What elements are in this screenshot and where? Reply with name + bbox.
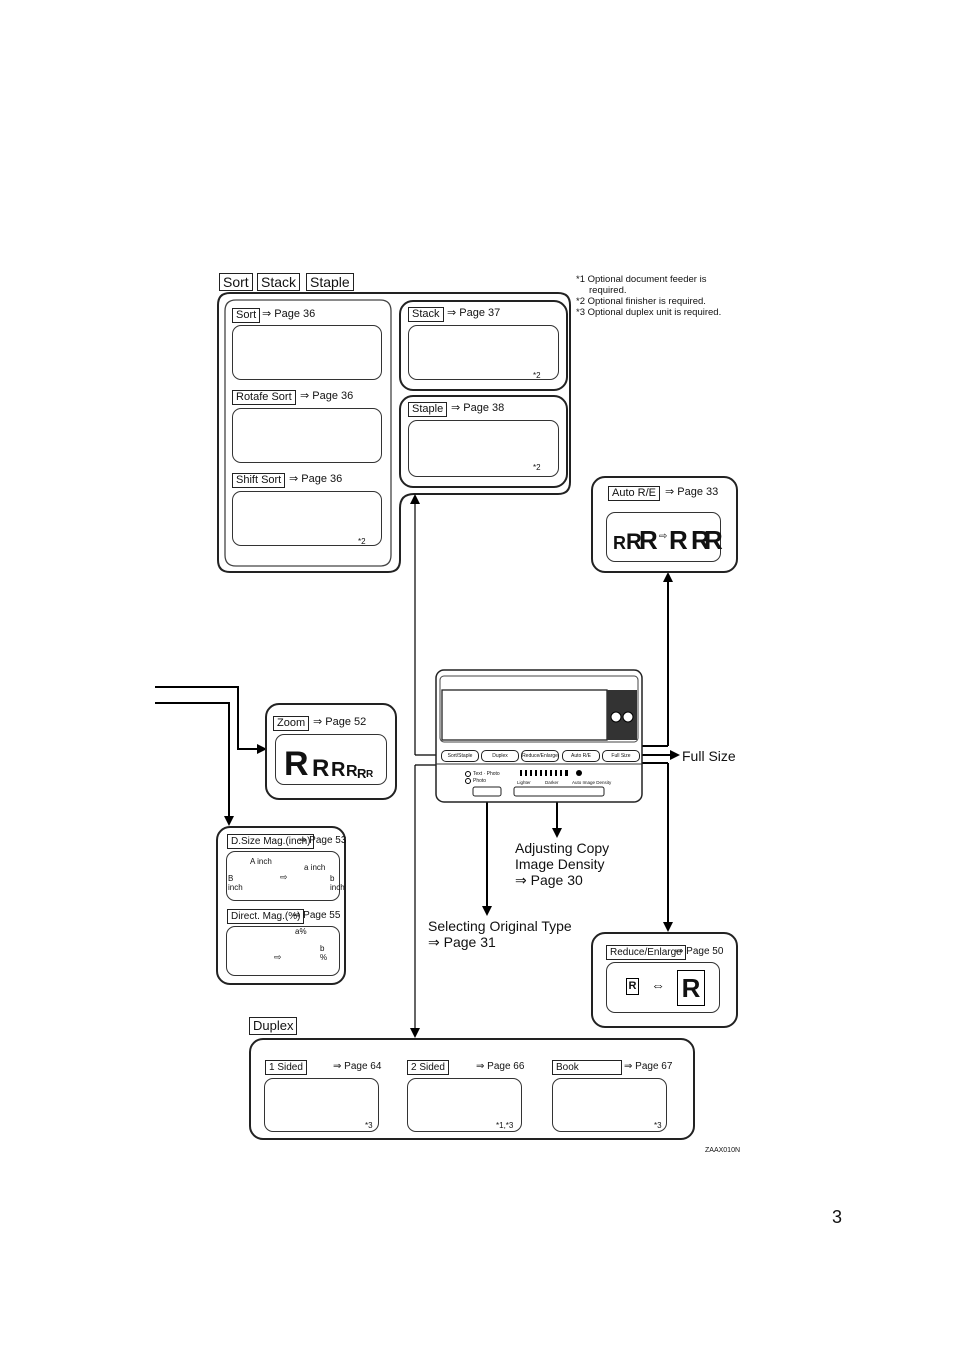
dsize-direct-panel	[216, 826, 346, 985]
direct-illustration	[226, 926, 340, 976]
duplex-1sided-note: *3	[365, 1121, 373, 1130]
duplex-2sided-illustration	[407, 1078, 522, 1132]
rotate-sort-illustration	[232, 408, 382, 463]
stack-ref: ⇒ Page 37	[447, 307, 501, 319]
duplex-2sided-label: 2 Sided	[407, 1060, 449, 1075]
type-opt-photo[interactable]: Photo	[473, 778, 487, 784]
staple-note: *2	[533, 463, 541, 472]
density-lighter: Lighter	[517, 780, 531, 785]
tab-staple[interactable]: Staple	[306, 273, 354, 291]
density-line2: Image Density	[515, 856, 605, 872]
duplex-book-ref: ⇒ Page 67	[624, 1061, 673, 1072]
staple-illustration	[408, 420, 559, 477]
duplex-book-note: *3	[654, 1121, 662, 1130]
figure-code: ZAAX010N	[705, 1147, 741, 1154]
original-type-line2: ⇒ Page 31	[428, 934, 496, 950]
dsize-arrow-icon: ⇨	[280, 872, 288, 882]
rotate-sort-ref: ⇒ Page 36	[300, 390, 354, 402]
page-number: 3	[832, 1207, 843, 1227]
duplex-2sided-ref: ⇒ Page 66	[476, 1061, 525, 1072]
direct-b: b %	[320, 944, 328, 962]
rotate-sort-label: Rotafe Sort	[232, 390, 296, 405]
auto-re-button[interactable]: Auto R/E	[562, 750, 600, 762]
direct-arrow-icon: ⇨	[274, 952, 282, 962]
reduce-enlarge-button[interactable]: Reduce/Enlarge	[521, 750, 559, 762]
shift-sort-illustration	[232, 491, 382, 546]
footnote-3: *3 Optional duplex unit is required.	[576, 307, 722, 318]
tab-stack[interactable]: Stack	[257, 273, 301, 291]
direct-a: a%	[295, 927, 307, 936]
full-size-button[interactable]: Full Size	[602, 750, 640, 762]
dsize-label: D.Size Mag.(inch)	[227, 834, 315, 849]
shift-sort-ref: ⇒ Page 36	[289, 473, 343, 485]
staple-ref: ⇒ Page 38	[451, 402, 505, 414]
direct-ref: ⇒ Page 55	[292, 910, 341, 921]
zoom-label: Zoom	[273, 716, 310, 731]
duplex-1sided-ref: ⇒ Page 64	[333, 1061, 382, 1072]
reduce-enlarge-illustration: R ⇔ R	[606, 962, 720, 1013]
duplex-button[interactable]: Duplex	[481, 750, 519, 762]
dsize-b2: b inch	[330, 874, 345, 892]
density-darker: Darker	[545, 780, 559, 785]
auto-re-illustration: R R R ⇨ R R R	[606, 512, 723, 562]
tab-sort[interactable]: Sort	[219, 273, 253, 291]
reduce-enlarge-ref: ⇒ Page 50	[675, 946, 724, 957]
type-opt-text-photo[interactable]: Text · Photo	[473, 771, 500, 777]
sort-label: Sort	[232, 308, 261, 323]
auto-re-ref: ⇒ Page 33	[665, 486, 719, 498]
footnote-1b: required.	[589, 285, 627, 296]
zoom-illustration: R R R R R R	[275, 734, 387, 785]
dsize-a: A inch	[250, 857, 272, 866]
sort-ref: ⇒ Page 36	[262, 308, 316, 320]
density-line3: ⇒ Page 30	[515, 872, 583, 888]
density-auto: Auto Image Density	[572, 780, 612, 785]
staple-label: Staple	[408, 402, 448, 417]
original-type-line1: Selecting Original Type	[428, 918, 572, 934]
full-size-label: Full Size	[682, 748, 736, 764]
dsize-illustration	[226, 851, 340, 901]
stack-label: Stack	[408, 307, 444, 322]
density-line1: Adjusting Copy	[515, 840, 610, 856]
shift-sort-label: Shift Sort	[232, 473, 286, 488]
dsize-ref: ⇒ Page 53	[298, 835, 347, 846]
duplex-book-label: Book	[552, 1060, 622, 1075]
sort-illustration	[232, 325, 382, 380]
duplex-2sided-note: *1,*3	[496, 1121, 514, 1130]
stack-illustration	[408, 325, 559, 380]
reduce-enlarge-label: Reduce/Enlarge	[606, 945, 686, 960]
duplex-title: Duplex	[249, 1017, 298, 1035]
direct-label: Direct. Mag.(%)	[227, 909, 305, 924]
stack-note: *2	[533, 371, 541, 380]
zoom-ref: ⇒ Page 52	[313, 716, 367, 728]
duplex-panel	[249, 1038, 695, 1140]
duplex-book-illustration	[552, 1078, 667, 1132]
dsize-b: B inch	[228, 874, 243, 892]
auto-re-label: Auto R/E	[608, 486, 661, 501]
dsize-a2: a inch	[304, 863, 326, 872]
shift-sort-note: *2	[358, 537, 366, 546]
footnote-2: *2 Optional finisher is required.	[576, 296, 706, 307]
duplex-1sided-label: 1 Sided	[265, 1060, 307, 1075]
duplex-1sided-illustration	[264, 1078, 379, 1132]
sort-staple-button[interactable]: Sort/Staple	[441, 750, 479, 762]
footnote-1: *1 Optional document feeder is	[576, 274, 707, 285]
